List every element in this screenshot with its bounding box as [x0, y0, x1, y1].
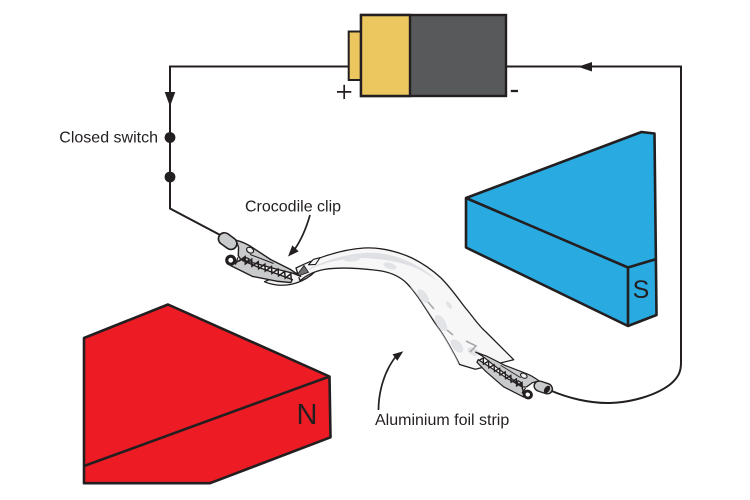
svg-text:S: S: [633, 276, 650, 304]
svg-text:Aluminium foil strip: Aluminium foil strip: [375, 412, 509, 429]
svg-text:Crocodile clip: Crocodile clip: [245, 199, 341, 216]
svg-text:Closed switch: Closed switch: [59, 130, 158, 147]
svg-text:N: N: [297, 399, 318, 431]
